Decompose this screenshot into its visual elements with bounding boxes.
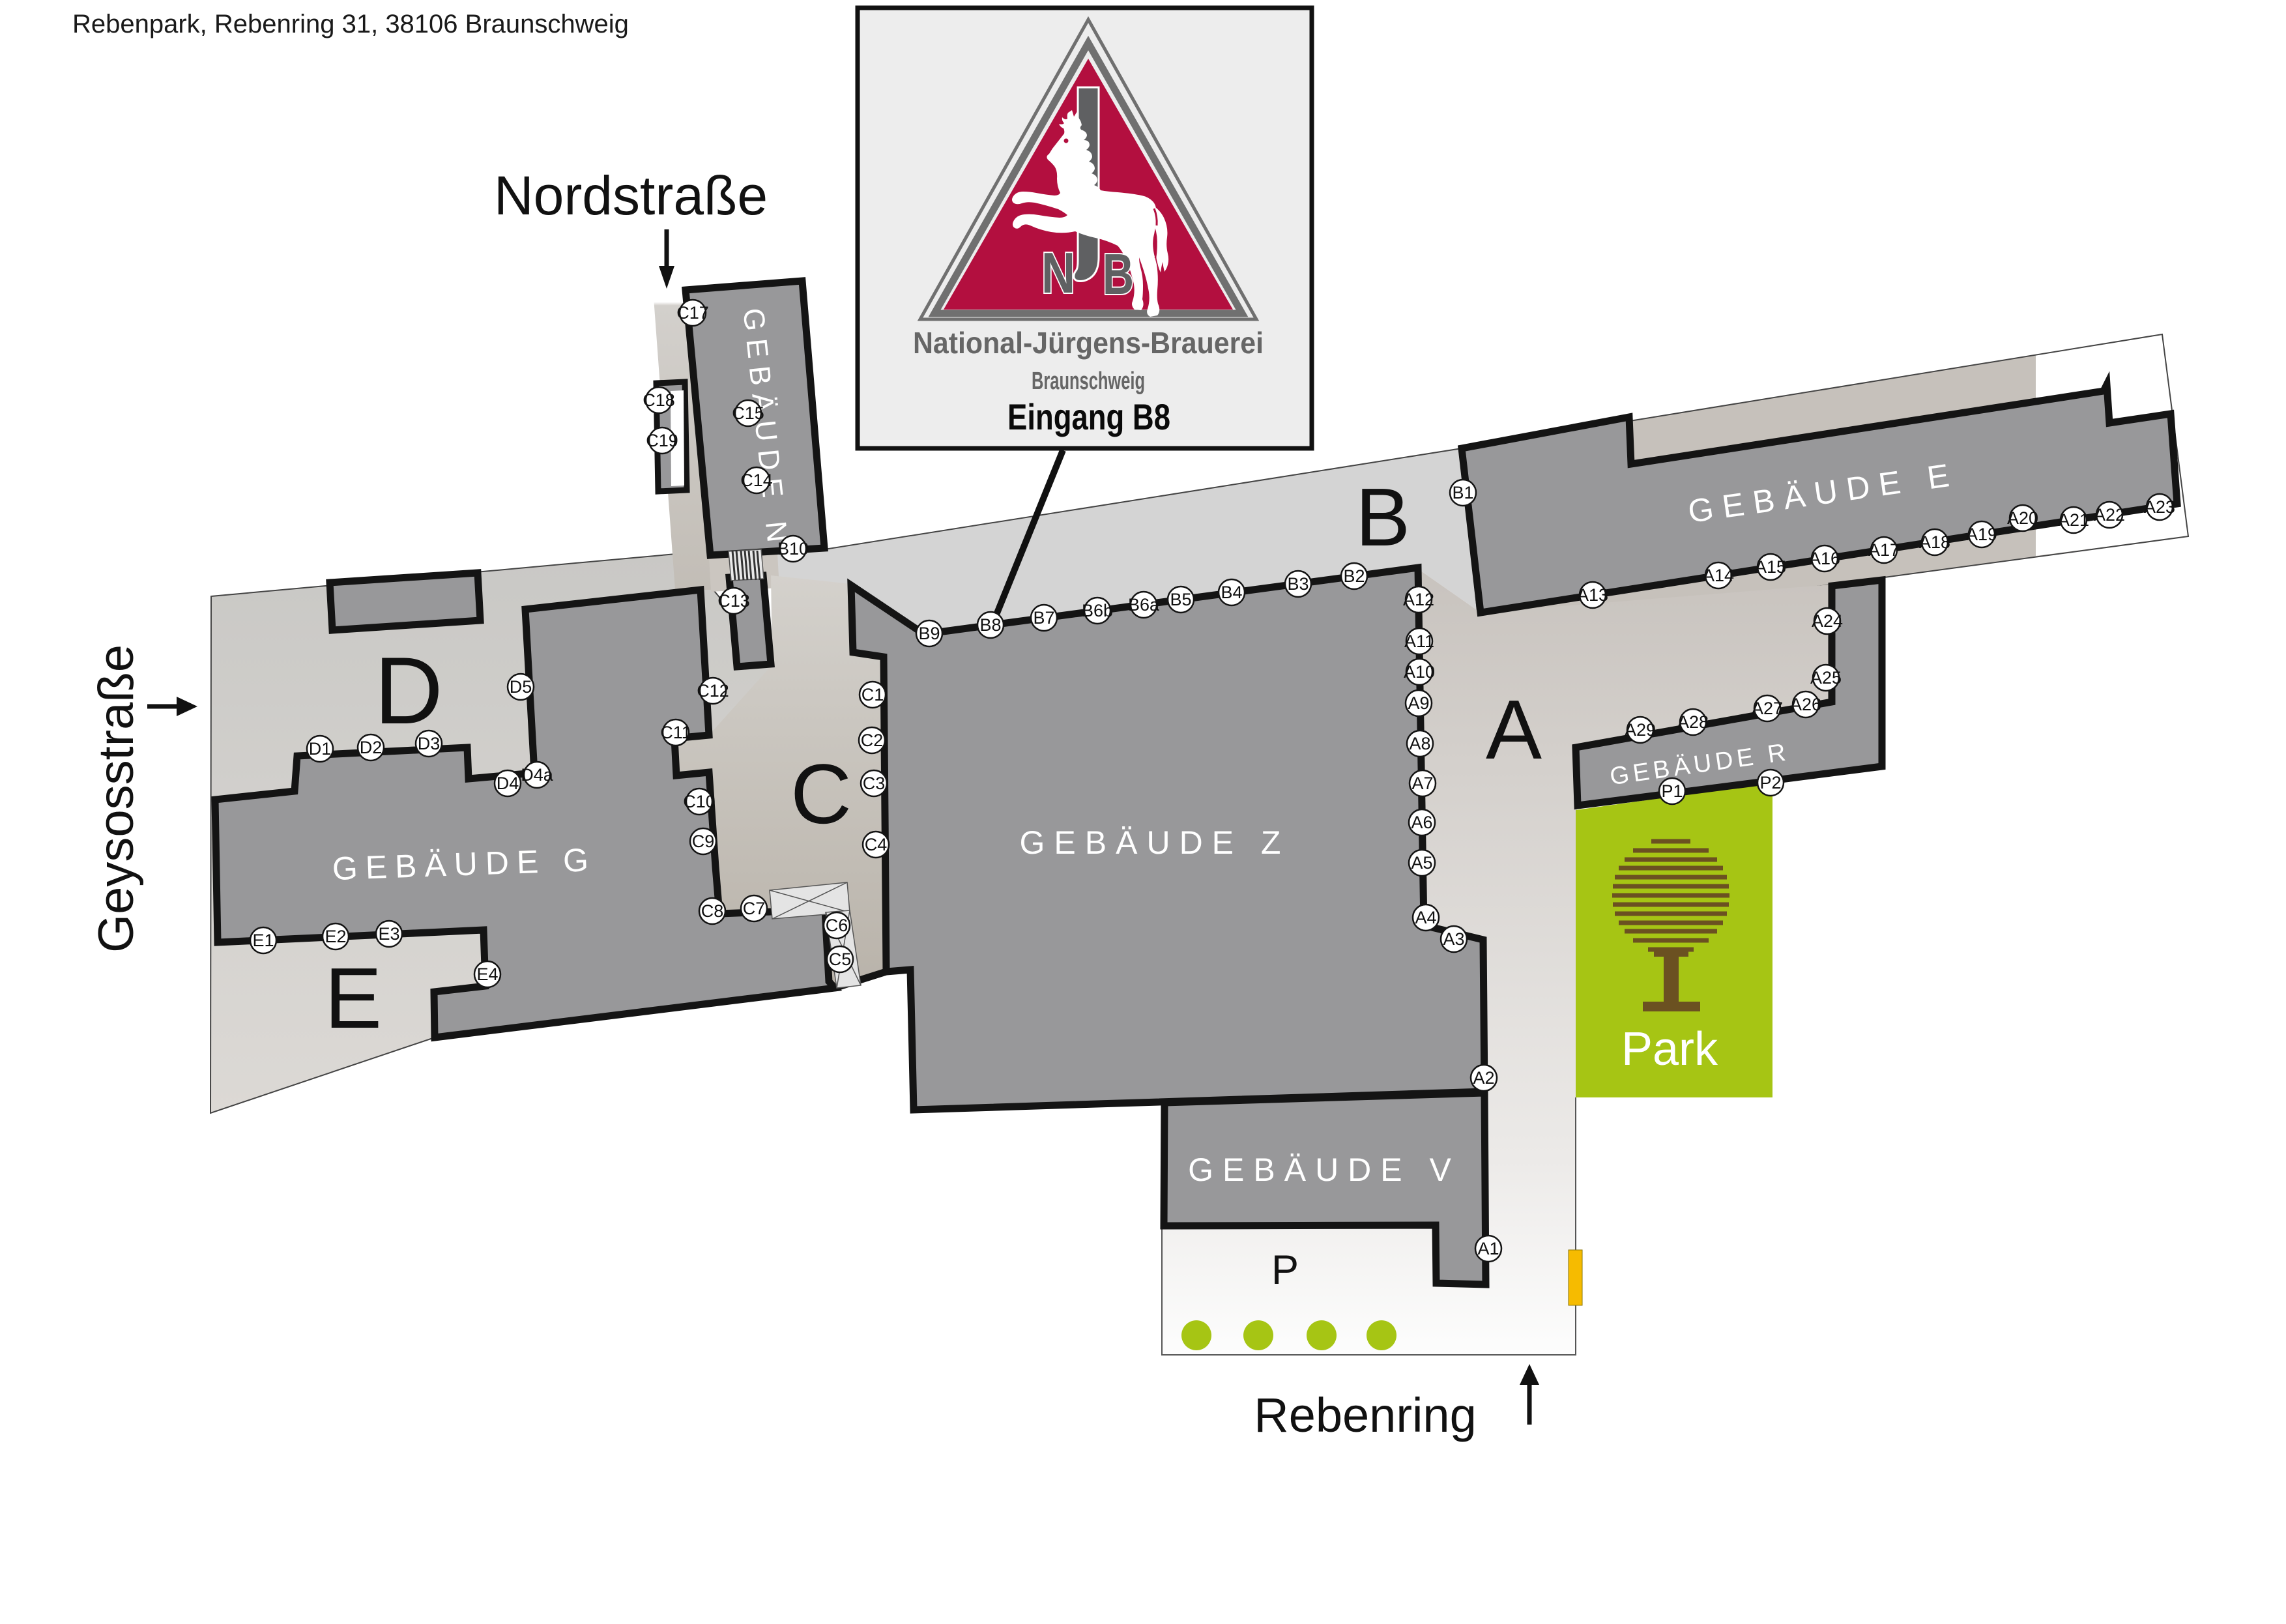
svg-text:D1: D1 xyxy=(309,739,332,759)
svg-text:A5: A5 xyxy=(1411,853,1432,873)
svg-text:A15: A15 xyxy=(1755,557,1786,577)
svg-text:Geysosstraße: Geysosstraße xyxy=(89,645,144,953)
svg-text:C10: C10 xyxy=(683,792,716,811)
svg-text:A21: A21 xyxy=(2058,510,2089,530)
svg-text:D5: D5 xyxy=(510,677,532,697)
svg-text:B6b: B6b xyxy=(1082,601,1113,620)
svg-text:B1: B1 xyxy=(1452,483,1473,502)
svg-text:A2: A2 xyxy=(1473,1068,1494,1088)
svg-text:A27: A27 xyxy=(1752,699,1783,718)
svg-text:C5: C5 xyxy=(829,950,852,969)
svg-text:C8: C8 xyxy=(701,901,724,921)
svg-text:GEBÄUDE V: GEBÄUDE V xyxy=(1188,1152,1460,1188)
svg-text:C1: C1 xyxy=(861,685,884,704)
svg-text:Nordstraße: Nordstraße xyxy=(494,165,768,226)
svg-text:D4: D4 xyxy=(497,774,519,793)
svg-text:C18: C18 xyxy=(643,390,675,410)
svg-text:Braunschweig: Braunschweig xyxy=(1032,368,1145,395)
svg-text:P2: P2 xyxy=(1759,773,1781,792)
svg-text:B4: B4 xyxy=(1221,583,1242,602)
svg-text:C13: C13 xyxy=(717,591,750,611)
svg-text:C12: C12 xyxy=(697,681,729,701)
svg-text:A11: A11 xyxy=(1404,631,1434,651)
svg-text:GEBÄUDE Z: GEBÄUDE Z xyxy=(1020,824,1290,861)
svg-text:C19: C19 xyxy=(646,431,678,450)
svg-text:A10: A10 xyxy=(1404,662,1435,682)
svg-text:C3: C3 xyxy=(863,774,886,793)
svg-text:C17: C17 xyxy=(676,303,709,323)
svg-text:C15: C15 xyxy=(732,403,764,423)
svg-text:C14: C14 xyxy=(740,471,773,490)
svg-text:B10: B10 xyxy=(777,539,809,558)
svg-text:E2: E2 xyxy=(325,927,346,946)
svg-text:C7: C7 xyxy=(743,899,766,918)
svg-text:N: N xyxy=(1041,240,1075,305)
svg-text:B9: B9 xyxy=(918,624,940,643)
svg-text:E3: E3 xyxy=(378,924,399,944)
svg-text:A6: A6 xyxy=(1411,813,1432,832)
svg-text:A17: A17 xyxy=(1868,540,1900,560)
svg-text:P1: P1 xyxy=(1661,781,1683,801)
svg-text:Eingang B8: Eingang B8 xyxy=(1007,396,1170,437)
svg-text:B8: B8 xyxy=(979,615,1001,635)
svg-text:A28: A28 xyxy=(1677,712,1709,732)
svg-text:B6a: B6a xyxy=(1128,595,1160,615)
svg-text:B7: B7 xyxy=(1033,608,1054,628)
svg-text:A7: A7 xyxy=(1411,774,1433,793)
svg-text:C: C xyxy=(790,746,852,841)
svg-text:Rebenpark, Rebenring 31, 38106: Rebenpark, Rebenring 31, 38106 Braunschw… xyxy=(72,10,629,38)
svg-text:D: D xyxy=(374,637,442,744)
svg-text:B2: B2 xyxy=(1343,566,1365,586)
svg-text:A23: A23 xyxy=(2144,497,2175,517)
svg-text:Park: Park xyxy=(1621,1023,1718,1075)
svg-text:National-Jürgens-Brauerei: National-Jürgens-Brauerei xyxy=(913,326,1264,360)
svg-text:A9: A9 xyxy=(1408,693,1429,713)
svg-text:A29: A29 xyxy=(1625,720,1656,740)
svg-text:E1: E1 xyxy=(252,931,274,950)
svg-text:A25: A25 xyxy=(1810,668,1842,688)
svg-text:A12: A12 xyxy=(1403,590,1434,609)
svg-text:C6: C6 xyxy=(826,916,848,935)
svg-text:A14: A14 xyxy=(1703,566,1734,585)
svg-text:A4: A4 xyxy=(1415,908,1436,927)
svg-text:C9: C9 xyxy=(692,832,715,851)
svg-text:A18: A18 xyxy=(1919,532,1950,552)
svg-text:A26: A26 xyxy=(1790,695,1821,714)
svg-text:D3: D3 xyxy=(418,734,441,753)
svg-text:B5: B5 xyxy=(1170,590,1191,609)
svg-text:B: B xyxy=(1103,242,1134,306)
svg-text:D4a: D4a xyxy=(521,765,554,785)
svg-text:A8: A8 xyxy=(1409,734,1430,753)
svg-text:D2: D2 xyxy=(360,738,383,757)
svg-text:A13: A13 xyxy=(1577,585,1608,605)
svg-text:P: P xyxy=(1271,1247,1299,1293)
svg-text:E4: E4 xyxy=(476,964,498,984)
svg-text:C2: C2 xyxy=(861,731,884,750)
svg-text:C11: C11 xyxy=(660,723,691,742)
svg-text:A24: A24 xyxy=(1812,611,1843,631)
svg-text:B: B xyxy=(1355,471,1410,563)
svg-text:A19: A19 xyxy=(1966,525,1997,544)
svg-text:A1: A1 xyxy=(1477,1239,1499,1258)
svg-text:Rebenring: Rebenring xyxy=(1254,1388,1476,1442)
svg-text:A22: A22 xyxy=(2094,505,2125,525)
svg-text:B3: B3 xyxy=(1287,574,1309,594)
svg-text:A16: A16 xyxy=(1809,549,1840,568)
svg-text:A20: A20 xyxy=(2007,508,2038,528)
svg-text:E: E xyxy=(325,950,382,1046)
svg-text:C4: C4 xyxy=(865,835,888,854)
svg-text:A: A xyxy=(1486,683,1542,777)
svg-text:A3: A3 xyxy=(1443,929,1464,949)
